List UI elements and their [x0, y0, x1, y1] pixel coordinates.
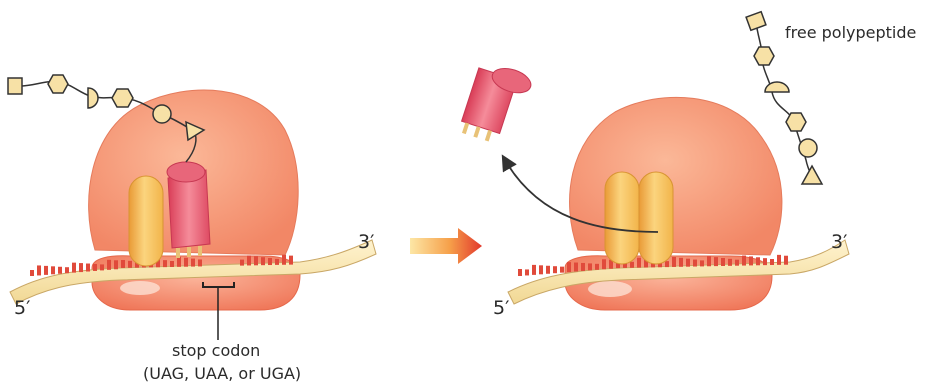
stop-codon-examples-label: (UAG, UAA, or UGA): [143, 364, 301, 383]
codon-tick: [714, 257, 718, 266]
codon-tick: [114, 260, 118, 269]
codon-tick: [560, 267, 564, 273]
free-polypeptide-label: free polypeptide: [785, 23, 916, 42]
codon-tick: [721, 258, 725, 266]
right-site-2: [639, 172, 673, 264]
codon-tick: [742, 256, 746, 266]
codon-tick: [107, 260, 111, 270]
chain-hexagon-2: [112, 89, 133, 107]
codon-tick: [749, 256, 753, 265]
codon-tick: [128, 261, 132, 268]
codon-tick: [707, 256, 711, 266]
codon-tick: [672, 257, 676, 267]
codon-tick: [191, 259, 195, 267]
process-arrow: [410, 228, 482, 264]
codon-tick: [268, 258, 272, 265]
free-chain-hexagon-1: [754, 47, 774, 65]
codon-tick: [665, 261, 669, 267]
codon-tick: [184, 258, 188, 267]
codon-tick: [546, 266, 550, 274]
codon-tick: [686, 259, 690, 267]
codon-tick: [177, 257, 181, 267]
codon-tick: [532, 265, 536, 275]
codon-tick: [784, 256, 788, 265]
stop-codon-label: stop codon: [172, 341, 260, 360]
free-chain-half-circle: [765, 82, 789, 92]
codon-tick: [770, 259, 774, 265]
codon-tick: [777, 255, 781, 265]
right-3prime-label: 3′: [831, 231, 847, 253]
codon-tick: [574, 263, 578, 272]
codon-tick: [679, 258, 683, 267]
codon-tick: [693, 260, 697, 267]
codon-tick: [30, 270, 34, 276]
right-large-subunit: [570, 97, 782, 255]
codon-tick: [86, 264, 90, 272]
codon-tick: [735, 260, 739, 266]
left-3prime-label: 3′: [358, 231, 374, 253]
codon-tick: [170, 261, 174, 267]
chain-square: [8, 78, 22, 94]
chain-half-circle: [88, 88, 98, 108]
codon-tick: [261, 257, 265, 265]
codon-tick: [198, 259, 202, 266]
codon-tick: [58, 267, 62, 274]
codon-tick: [121, 260, 125, 268]
chain-hexagon-1: [48, 75, 68, 93]
right-5prime-label: 5′: [493, 297, 509, 319]
left-5prime-label: 5′: [14, 297, 30, 319]
chain-circle: [153, 105, 171, 123]
codon-tick: [581, 263, 585, 271]
free-chain-square: [746, 12, 766, 31]
codon-tick: [275, 259, 279, 265]
right-site-1: [605, 172, 639, 264]
codon-tick: [539, 265, 543, 274]
codon-tick: [637, 258, 641, 268]
codon-tick: [254, 256, 258, 265]
free-chain-hexagon-2: [786, 113, 806, 131]
codon-tick: [518, 269, 522, 276]
right-small-subunit-highlight: [588, 281, 632, 297]
codon-tick: [163, 260, 167, 267]
codon-tick: [289, 256, 293, 265]
codon-tick: [37, 265, 41, 275]
codon-tick: [93, 264, 97, 271]
left-ribosome-panel: 5′ 3′ stop codon (UAG, UAA, or UGA): [8, 75, 376, 383]
codon-tick: [602, 259, 606, 269]
codon-tick: [525, 269, 529, 275]
codon-tick: [65, 267, 69, 273]
codon-tick: [72, 263, 76, 273]
free-chain-triangle: [802, 166, 822, 184]
codon-tick: [630, 262, 634, 268]
codon-tick: [240, 260, 244, 266]
codon-tick: [282, 255, 286, 265]
codon-tick: [44, 266, 48, 275]
codon-tick: [51, 266, 55, 274]
right-ribosome-panel: free polypeptide 5′ 3′: [458, 12, 916, 319]
codon-tick: [728, 259, 732, 266]
codon-tick: [100, 264, 104, 270]
codon-tick: [595, 264, 599, 270]
free-chain-circle: [799, 139, 817, 157]
codon-tick: [567, 262, 571, 272]
codon-tick: [588, 263, 592, 270]
codon-tick: [553, 266, 557, 273]
codon-tick: [763, 258, 767, 265]
left-small-subunit-highlight: [120, 281, 160, 295]
codon-tick: [247, 255, 251, 265]
left-release-factor: [129, 176, 163, 266]
codon-tick: [700, 260, 704, 266]
released-trna: [458, 59, 534, 148]
codon-tick: [756, 257, 760, 265]
codon-tick: [79, 263, 83, 272]
